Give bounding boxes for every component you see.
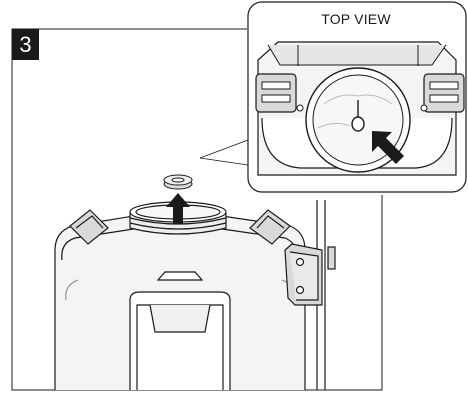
water-container bbox=[54, 214, 306, 390]
step-number-badge: 3 bbox=[12, 29, 39, 60]
pointer-arrow-icon bbox=[372, 131, 404, 164]
top-view-inset bbox=[247, 1, 467, 193]
left-handle bbox=[69, 209, 109, 245]
callout-lines bbox=[199, 139, 249, 166]
up-arrow-icon bbox=[166, 193, 190, 224]
right-handle bbox=[249, 209, 291, 245]
step-frame bbox=[11, 28, 383, 391]
cap-plug bbox=[163, 174, 193, 190]
wall-bracket bbox=[284, 200, 336, 390]
inset-title: TOP VIEW bbox=[321, 11, 391, 27]
